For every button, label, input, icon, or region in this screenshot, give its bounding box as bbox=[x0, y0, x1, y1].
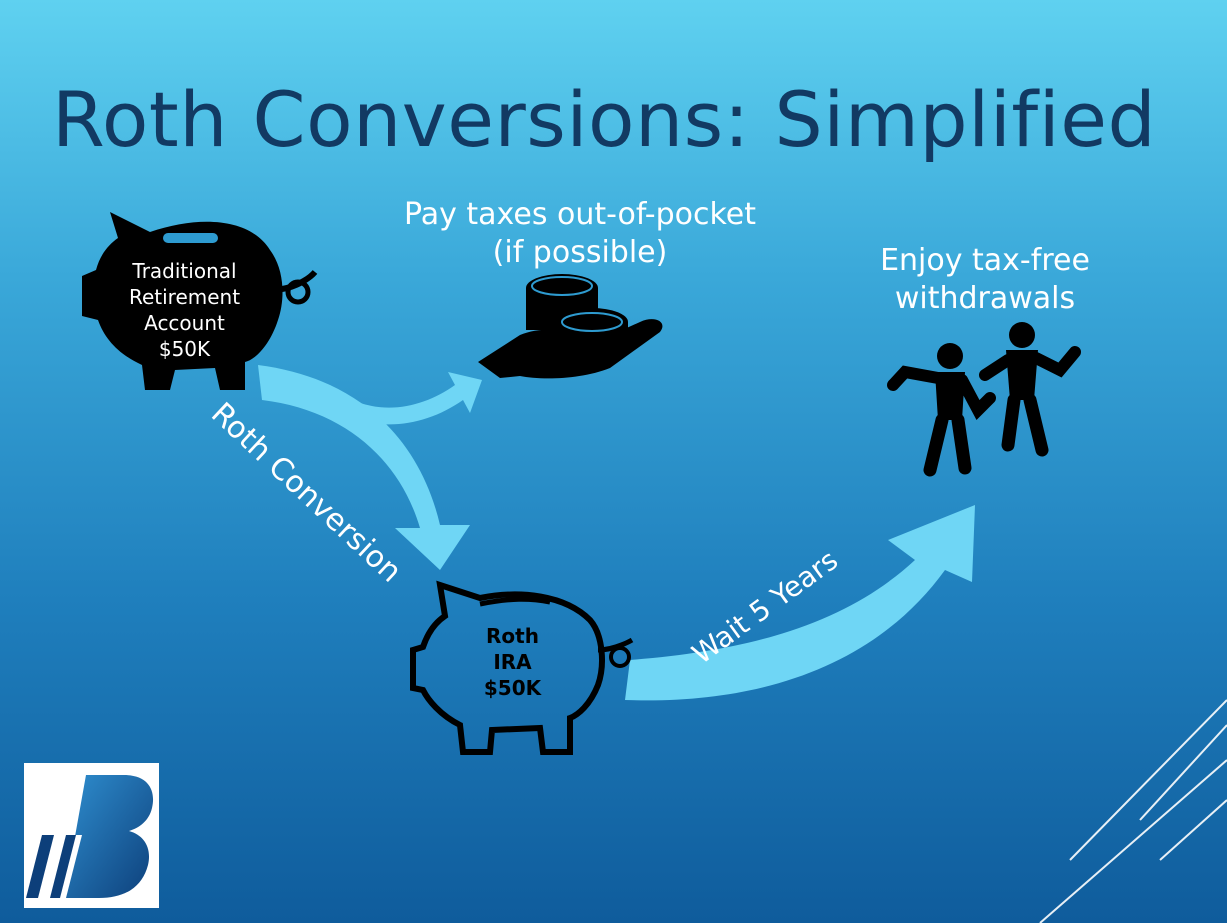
roth-piggy-icon bbox=[410, 580, 634, 755]
enjoy-caption: Enjoy tax-free withdrawals bbox=[870, 242, 1100, 318]
traditional-label-line3: Account bbox=[144, 311, 225, 335]
roth-amount: $50K bbox=[483, 676, 542, 700]
traditional-piggy-icon bbox=[82, 212, 318, 390]
traditional-label-line2: Retirement bbox=[128, 285, 241, 309]
roth-label-line1: Roth bbox=[486, 624, 539, 648]
enjoy-caption-line2: withdrawals bbox=[894, 281, 1076, 316]
arrow-roth-conversion bbox=[258, 365, 470, 570]
dancing-people-icon bbox=[887, 322, 1081, 477]
traditional-label-line1: Traditional bbox=[132, 259, 237, 283]
roth-label: Roth IRA $50K bbox=[470, 623, 555, 701]
slide-title: Roth Conversions: Simplified bbox=[52, 75, 1157, 164]
taxes-caption: Pay taxes out-of-pocket (if possible) bbox=[385, 196, 775, 272]
traditional-label: Traditional Retirement Account $50K bbox=[122, 258, 247, 362]
arrow-wait-years bbox=[625, 505, 975, 701]
taxes-caption-line2: (if possible) bbox=[492, 235, 668, 270]
traditional-amount: $50K bbox=[158, 337, 211, 361]
company-logo bbox=[24, 763, 159, 908]
enjoy-caption-line1: Enjoy tax-free bbox=[880, 243, 1090, 278]
roth-label-line2: IRA bbox=[493, 650, 532, 674]
hand-coins-icon bbox=[478, 274, 663, 379]
taxes-caption-line1: Pay taxes out-of-pocket bbox=[403, 197, 757, 232]
